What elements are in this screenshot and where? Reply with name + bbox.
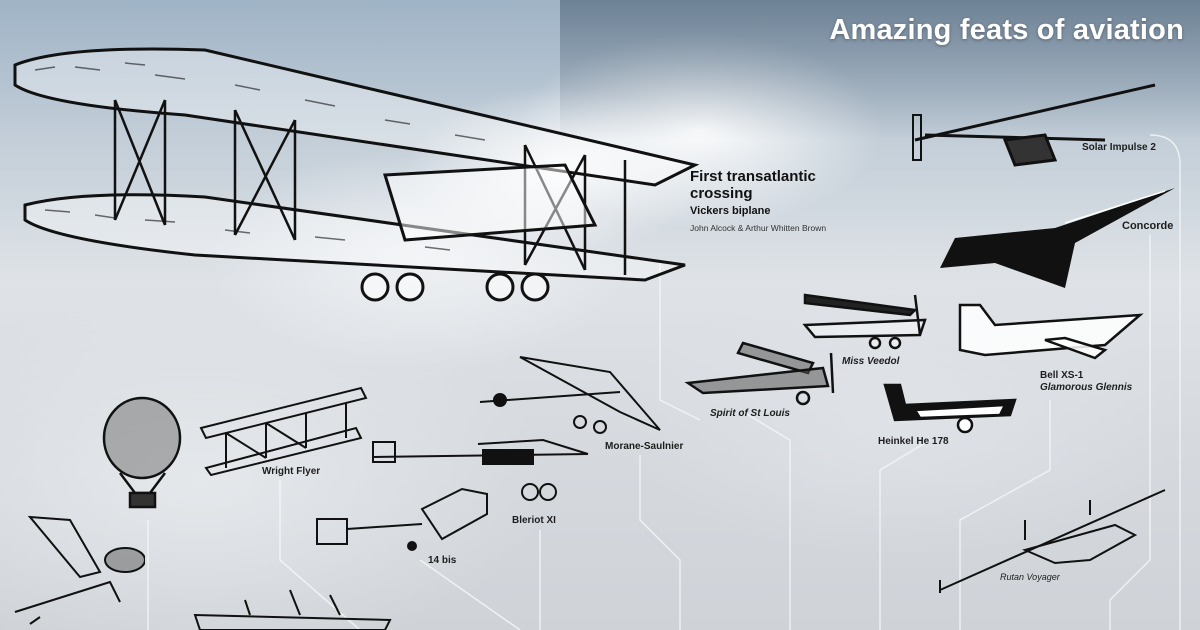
- featured-feat: First transatlantic crossing Vickers bip…: [690, 168, 850, 233]
- label-bell-xs1-line2: Glamorous Glennis: [1040, 382, 1133, 393]
- connector-featured: [659, 260, 701, 421]
- page-title: Amazing feats of aviation: [829, 14, 1184, 46]
- vickers-biplane-illustration: [13, 47, 700, 302]
- wright-flyer-illustration: [199, 386, 368, 477]
- label-rutan-voyager: Rutan Voyager: [1000, 572, 1060, 582]
- miss-veedol-illustration: [802, 293, 927, 350]
- bell-xs1-illustration: [958, 303, 1144, 360]
- 14-bis-illustration: [316, 487, 488, 551]
- rutan-voyager-illustration: [939, 489, 1166, 593]
- label-heinkel-he178: Heinkel He 178: [878, 436, 949, 447]
- morane-saulnier-illustration: [479, 356, 661, 434]
- connector-bell: [959, 400, 1051, 630]
- sky-band: [560, 0, 1200, 140]
- connector-morane: [639, 455, 681, 630]
- connector-santos: [419, 559, 521, 630]
- label-solar-impulse: Solar Impulse 2: [1082, 142, 1156, 153]
- label-bleriot-xi: Bleriot XI: [512, 515, 556, 526]
- bleriot-xi-illustration: [372, 438, 589, 501]
- connector-wright: [279, 480, 361, 630]
- solar-impulse-illustration: [912, 83, 1156, 167]
- label-concorde: Concorde: [1122, 220, 1174, 232]
- label-miss-veedol: Miss Veedol: [842, 356, 900, 367]
- label-wright-flyer: Wright Flyer: [262, 466, 321, 477]
- spirit-of-st-louis-illustration: [684, 341, 835, 406]
- label-bell-xs1-line1: Bell XS-1: [1040, 370, 1084, 381]
- connector-spirit: [739, 409, 791, 630]
- connector-concorde: [1109, 235, 1151, 630]
- featured-aircraft: Vickers biplane: [690, 205, 771, 217]
- featured-heading: First transatlantic crossing: [690, 168, 816, 202]
- early-monoplane-illustration: [193, 589, 392, 630]
- label-spirit-of-st-louis: Spirit of St Louis: [710, 408, 790, 419]
- label-14-bis: 14 bis: [428, 555, 457, 566]
- connector-heinkel: [879, 439, 931, 630]
- featured-pilots: John Alcock & Arthur Whitten Brown: [690, 223, 827, 233]
- heinkel-he178-illustration: [883, 383, 1017, 434]
- concorde-illustration: [940, 188, 1175, 288]
- glider-illustration: [14, 515, 145, 625]
- montgolfier-balloon-illustration: [102, 396, 182, 509]
- connector-solar: [1149, 134, 1181, 630]
- label-morane-saulnier: Morane-Saulnier: [605, 441, 684, 452]
